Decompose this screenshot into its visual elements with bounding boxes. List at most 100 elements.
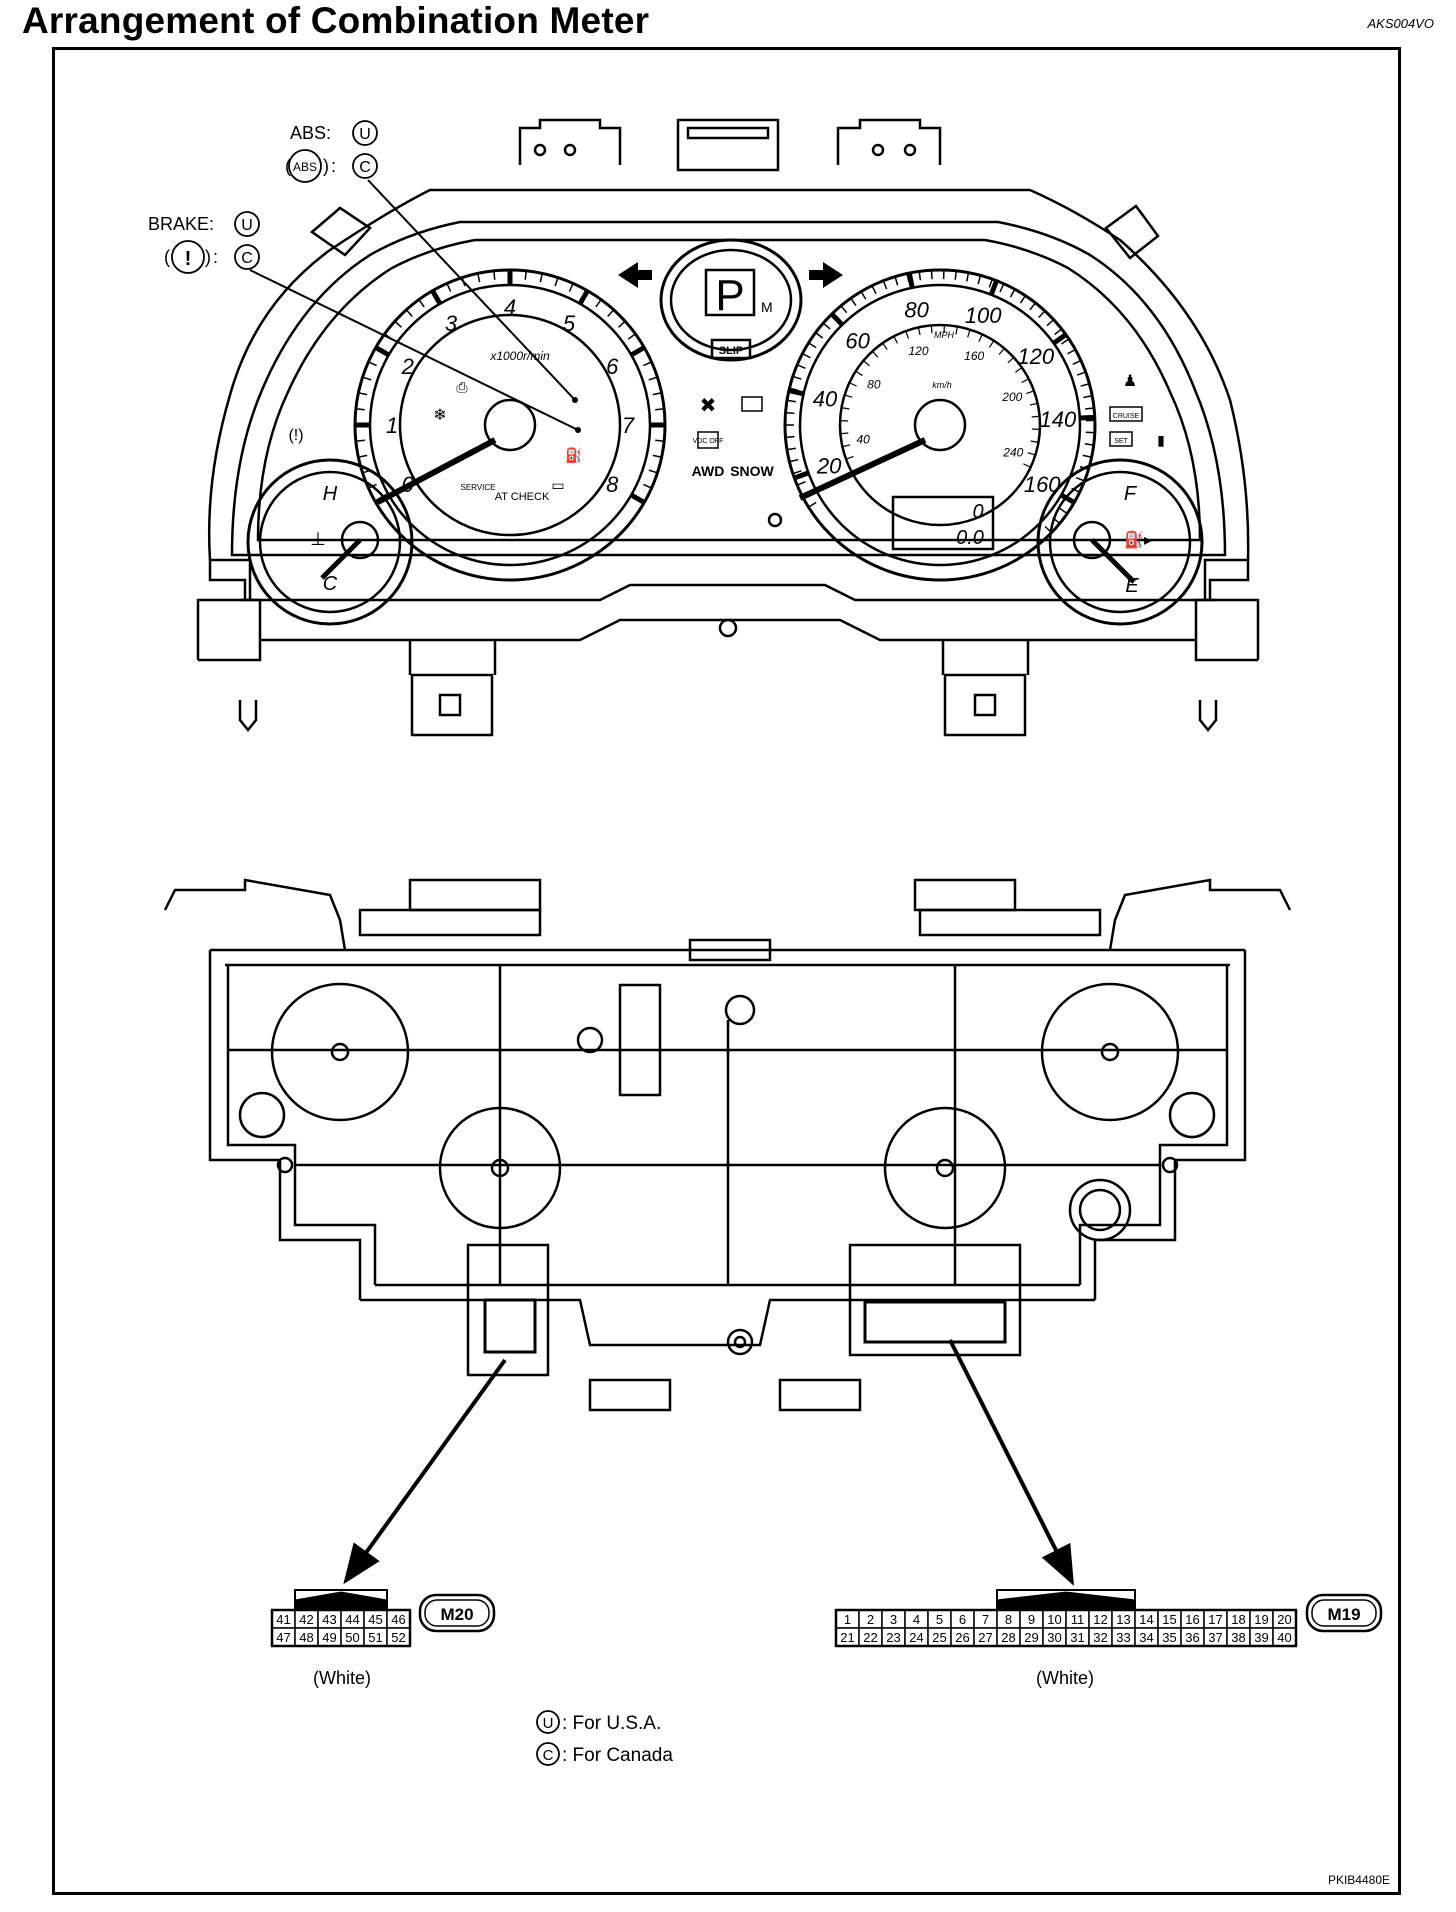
vdc-off-label: VDC OFF bbox=[693, 438, 724, 445]
tacho-minor-tick bbox=[539, 274, 543, 283]
pin-number: 35 bbox=[1162, 1630, 1176, 1645]
pin-number: 18 bbox=[1231, 1612, 1245, 1627]
tacho-minor-tick bbox=[648, 376, 657, 381]
abs-paren-close: ) bbox=[323, 156, 329, 176]
pin-number: 8 bbox=[1005, 1612, 1012, 1627]
pin-number: 1 bbox=[844, 1612, 851, 1627]
brake-colon: : bbox=[213, 247, 218, 267]
headlamp-indicator-icon bbox=[741, 396, 763, 412]
mph-minor-tick bbox=[815, 332, 824, 339]
mph-unit: MPH bbox=[934, 330, 955, 340]
mph-minor-tick bbox=[1065, 497, 1074, 504]
tacho-minor-tick bbox=[406, 310, 413, 318]
pin-number: 50 bbox=[345, 1630, 359, 1645]
mph-minor-tick bbox=[831, 314, 839, 322]
pin-number: 14 bbox=[1139, 1612, 1153, 1627]
pin-number: 51 bbox=[368, 1630, 382, 1645]
m19-name: M19 bbox=[1327, 1605, 1360, 1624]
vdc-off-indicator bbox=[697, 431, 719, 449]
mph-minor-tick bbox=[988, 279, 993, 288]
abs-symbol: ABS bbox=[293, 160, 317, 174]
legend: U : For U.S.A. C : For Canada bbox=[536, 1710, 673, 1766]
pin-number: 13 bbox=[1116, 1612, 1130, 1627]
kmh-unit: km/h bbox=[932, 380, 952, 390]
tacho-number: 7 bbox=[622, 413, 635, 438]
oil-pressure-icon: ⛽ bbox=[565, 447, 582, 464]
pin-number: 46 bbox=[391, 1612, 405, 1627]
tacho-minor-tick bbox=[356, 439, 365, 442]
kmh-tick bbox=[845, 455, 854, 460]
kmh-tick bbox=[1030, 440, 1039, 443]
m19-badge: M19 bbox=[1305, 1593, 1383, 1633]
mph-minor-tick bbox=[786, 435, 795, 439]
kmh-tick bbox=[1021, 378, 1029, 384]
pin-number: 38 bbox=[1231, 1630, 1245, 1645]
tacho-number: 8 bbox=[606, 472, 619, 497]
mph-minor-tick bbox=[871, 286, 877, 295]
pin-number: 16 bbox=[1185, 1612, 1199, 1627]
legend-usa-mark: U bbox=[543, 1715, 554, 1732]
snow-indicator: SNOW bbox=[730, 463, 774, 479]
kmh-tick bbox=[998, 348, 1005, 355]
tacho-number: 4 bbox=[504, 295, 516, 320]
abs-paren-open: ( bbox=[285, 156, 291, 176]
pin-number: 45 bbox=[368, 1612, 382, 1627]
mph-minor-tick bbox=[809, 342, 817, 349]
mph-major-tick bbox=[907, 273, 915, 289]
mph-minor-tick bbox=[1046, 319, 1054, 327]
mph-minor-tick bbox=[1071, 487, 1080, 493]
mph-minor-tick bbox=[850, 298, 857, 307]
kmh-tick bbox=[893, 336, 899, 344]
mph-minor-tick bbox=[999, 284, 1005, 293]
mph-major-tick bbox=[1052, 333, 1067, 346]
tacho-unit: x1000r/min bbox=[489, 349, 550, 363]
kmh-tick bbox=[863, 360, 870, 367]
gear-indicator: P bbox=[715, 271, 744, 320]
pin-number: 7 bbox=[982, 1612, 989, 1627]
kmh-tick bbox=[840, 432, 849, 435]
mph-number: 100 bbox=[965, 303, 1002, 328]
tacho-minor-tick bbox=[636, 497, 644, 503]
kmh-tick bbox=[955, 326, 958, 335]
mph-minor-tick bbox=[797, 364, 806, 369]
kmh-tick bbox=[882, 342, 888, 350]
mph-minor-tick bbox=[841, 306, 848, 314]
pin-number: 28 bbox=[1001, 1630, 1015, 1645]
mph-number: 80 bbox=[904, 297, 929, 322]
mph-minor-tick bbox=[790, 458, 799, 463]
pin-number: 49 bbox=[322, 1630, 336, 1645]
kmh-tick bbox=[871, 350, 879, 358]
turn-left-arrow-icon bbox=[618, 262, 652, 288]
awd-indicator: AWD bbox=[692, 463, 725, 479]
m20-badge: M20 bbox=[418, 1593, 496, 1633]
pin-number: 29 bbox=[1024, 1630, 1038, 1645]
kmh-number: 40 bbox=[857, 433, 871, 447]
mph-minor-tick bbox=[906, 274, 910, 283]
brake-paren-open: ( bbox=[164, 247, 170, 267]
slip-indicator: SLIP bbox=[719, 345, 743, 357]
mph-minor-tick bbox=[802, 491, 811, 497]
pin-number: 3 bbox=[890, 1612, 897, 1627]
mph-minor-tick bbox=[1029, 303, 1036, 311]
kmh-tick bbox=[1029, 402, 1038, 406]
pin-number: 2 bbox=[867, 1612, 874, 1627]
tacho-minor-tick bbox=[477, 274, 481, 283]
meter-rear-view bbox=[163, 878, 1292, 1412]
mph-minor-tick bbox=[1085, 407, 1094, 410]
kmh-tick bbox=[841, 407, 850, 410]
cruise-label: CRUISE bbox=[1113, 413, 1140, 420]
abs-label: ABS: bbox=[290, 123, 331, 143]
tacho-minor-tick bbox=[376, 497, 384, 503]
tacho-minor-tick bbox=[655, 408, 664, 411]
abs-colon: : bbox=[331, 156, 336, 176]
fuel-pump-icon: ⛽▸ bbox=[1124, 530, 1152, 549]
m20-name: M20 bbox=[440, 1605, 473, 1624]
mph-major-tick bbox=[1079, 414, 1094, 421]
meter-front-view bbox=[196, 118, 1260, 737]
pin-number: 41 bbox=[276, 1612, 290, 1627]
tacho-number: 3 bbox=[445, 311, 458, 336]
mph-minor-tick bbox=[894, 277, 899, 286]
